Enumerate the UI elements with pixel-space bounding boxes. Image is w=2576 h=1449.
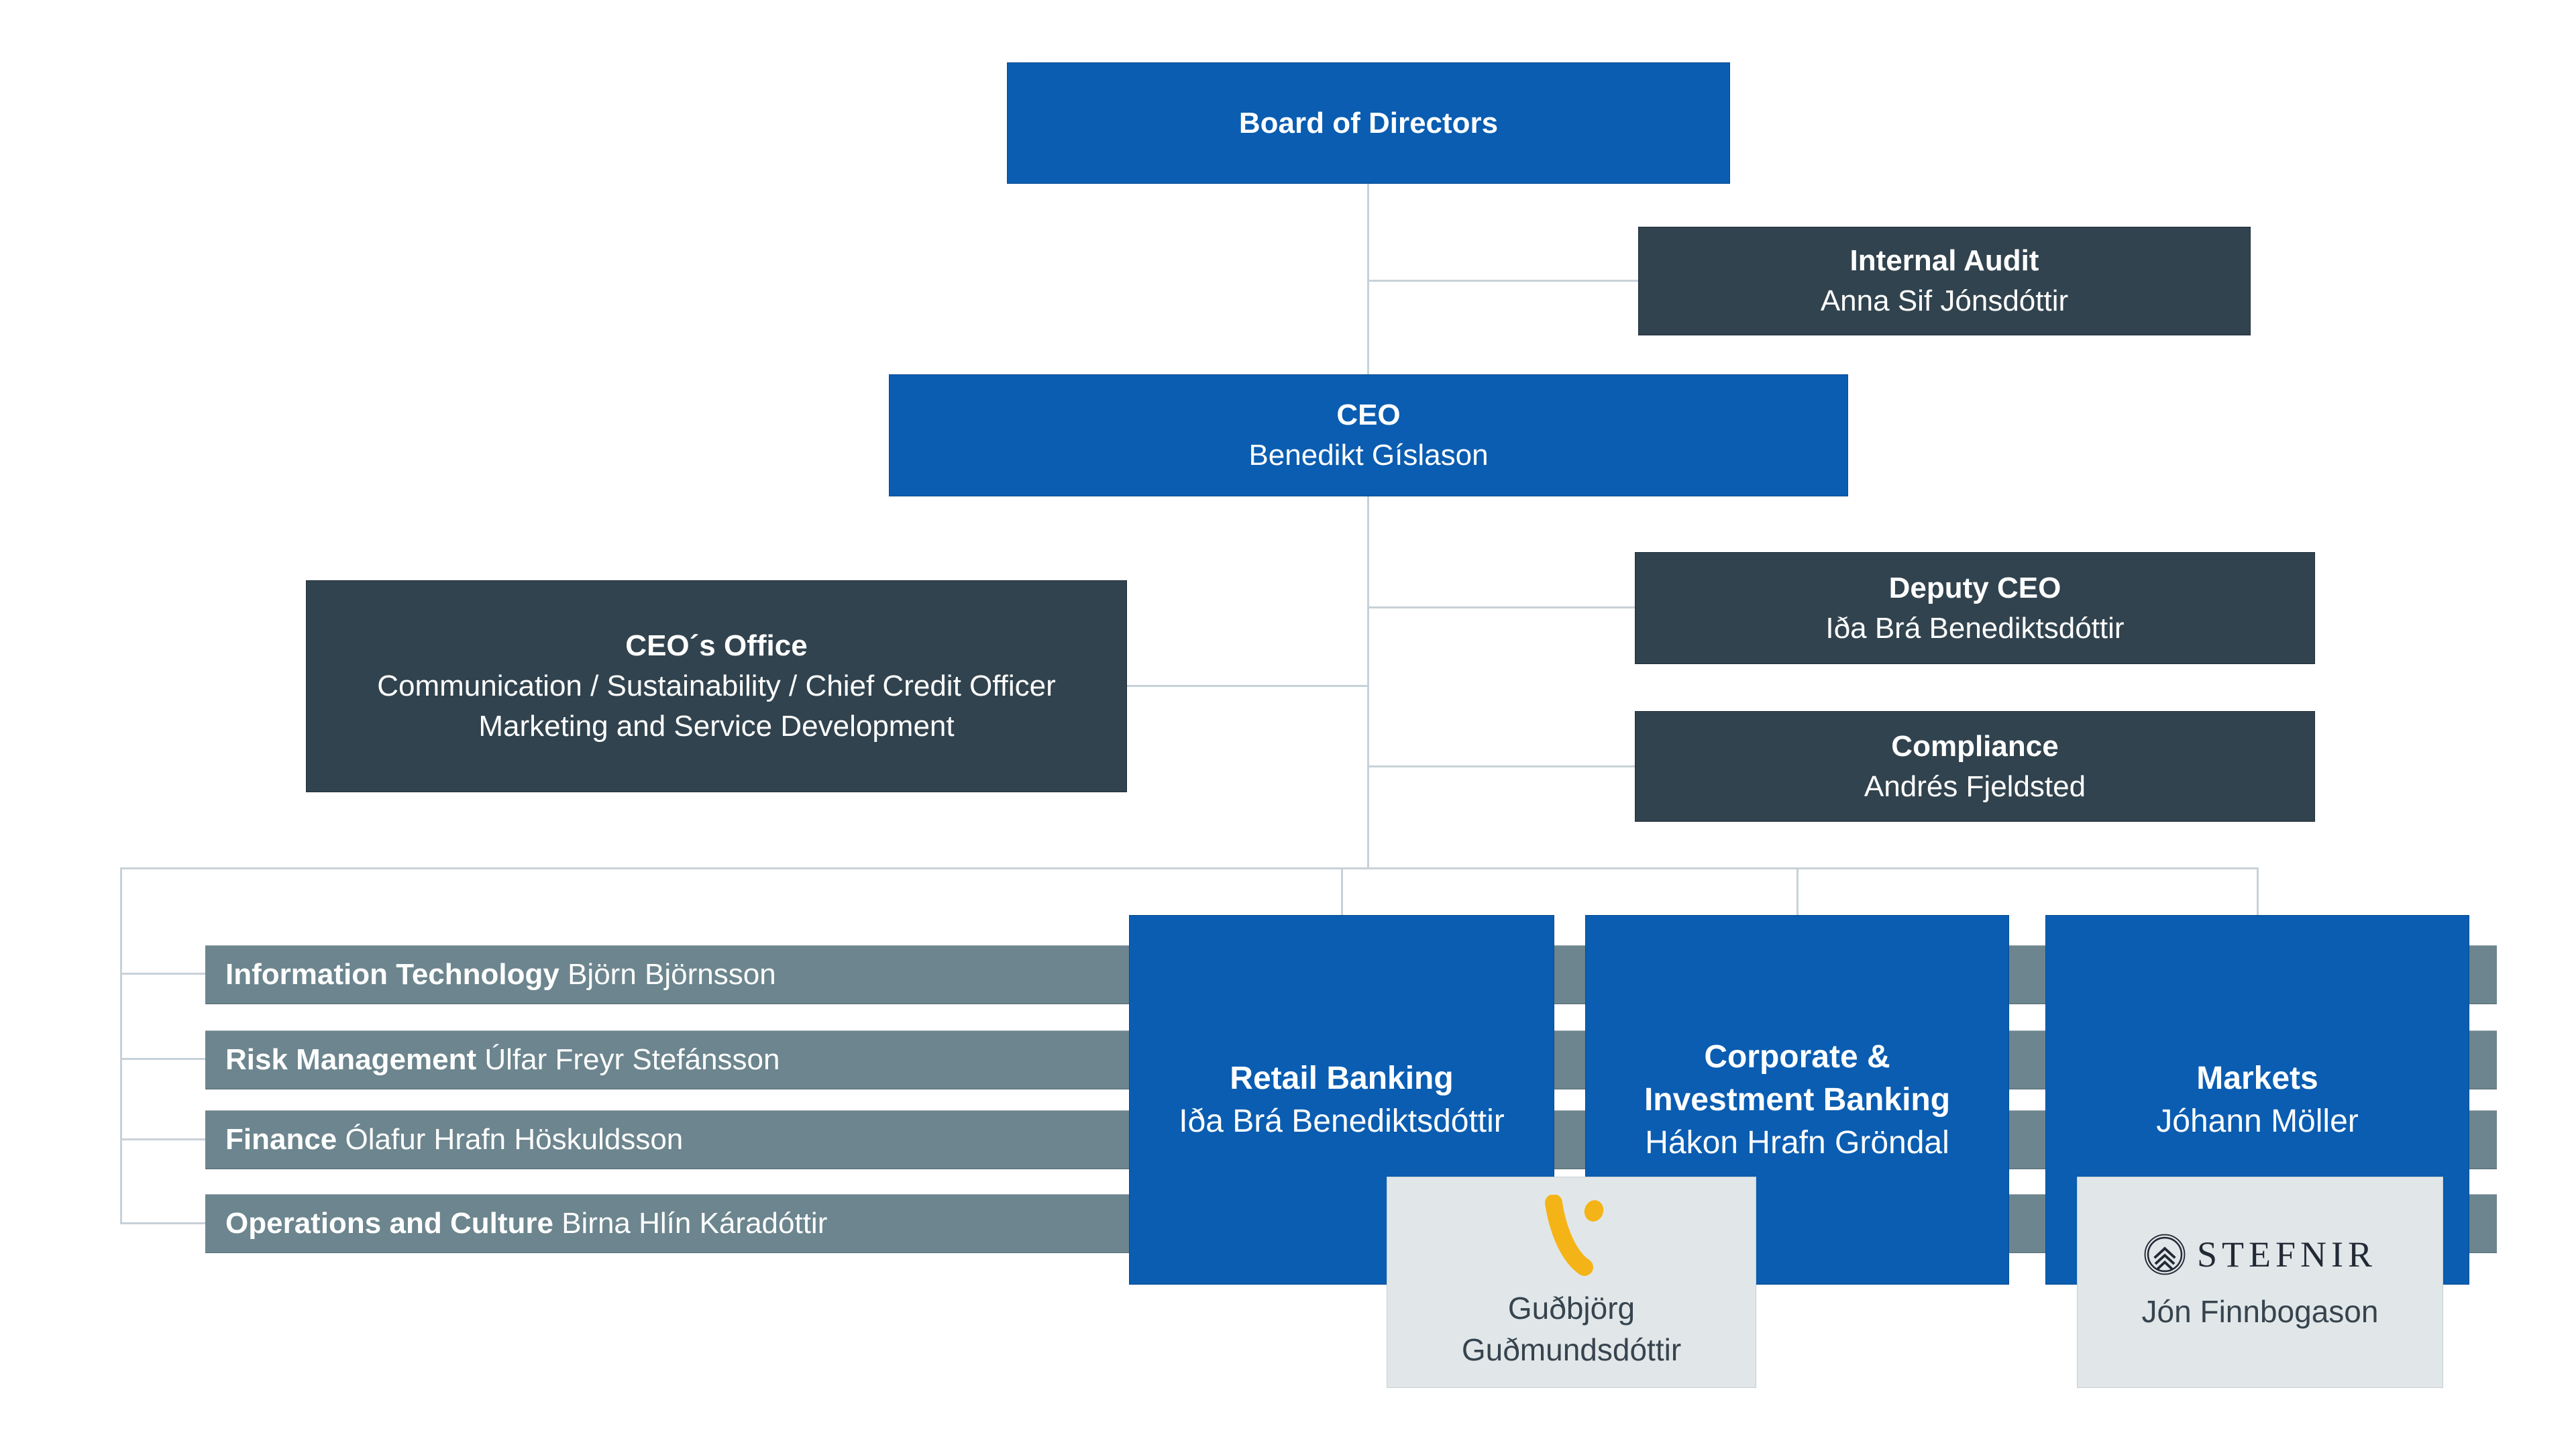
node-title: Deputy CEO: [1888, 571, 2061, 604]
stefnir-logo-row: STEFNIR: [2143, 1233, 2377, 1276]
connector-to-deputy-ceo: [1367, 606, 1635, 608]
division-head-name: Úlfar Freyr Stefánsson: [484, 1043, 780, 1076]
node-title: Markets: [2196, 1060, 2318, 1096]
node-subsidiary-stefnir: STEFNIR Jón Finnbogason: [2077, 1177, 2443, 1388]
connector-ceo-to-branch: [1367, 496, 1369, 869]
node-head-name: Jóhann Möller: [2156, 1103, 2359, 1139]
node-title: Internal Audit: [1849, 244, 2039, 277]
connector-branch-horizontal: [120, 867, 2259, 869]
node-ceo: CEO Benedikt Gíslason: [889, 374, 1848, 496]
vordur-icon: [1544, 1194, 1603, 1276]
division-head-name: Björn Björnsson: [568, 958, 776, 991]
connector-to-internal-audit: [1367, 280, 1638, 282]
division-head-name: Birna Hlín Káradóttir: [561, 1207, 828, 1240]
division-title: Finance: [225, 1123, 337, 1156]
node-deputy-ceo: Deputy CEO Iða Brá Benediktsdóttir: [1635, 552, 2315, 664]
division-title: Information Technology: [225, 958, 559, 991]
node-head-name: Anna Sif Jónsdóttir: [1820, 284, 2069, 317]
node-ceo-office: CEO´s Office Communication / Sustainabil…: [306, 580, 1127, 792]
node-title: CEO: [1336, 398, 1401, 431]
subsidiary-head-name: Guðmundsdóttir: [1461, 1332, 1682, 1367]
division-label: Risk Management Úlfar Freyr Stefánsson: [205, 1043, 780, 1077]
connector-left-bracket-vertical: [120, 867, 122, 1224]
node-title: Corporate &: [1704, 1038, 1890, 1075]
division-label: Information Technology Björn Björnsson: [205, 958, 776, 991]
connector-stub-division-1: [120, 973, 205, 975]
node-retail-banking: Retail Banking Iða Brá Benediktsdóttir: [1129, 915, 1554, 1285]
connector-drop-markets: [2257, 867, 2259, 915]
connector-stub-division-3: [120, 1138, 205, 1140]
division-label: Operations and Culture Birna Hlín Káradó…: [205, 1207, 827, 1240]
node-detail-line: Communication / Sustainability / Chief C…: [377, 669, 1056, 702]
node-head-name: Andrés Fjeldsted: [1864, 769, 2086, 803]
connector-board-to-ceo: [1367, 184, 1369, 374]
connector-stub-division-2: [120, 1058, 205, 1060]
connector-drop-corporate: [1796, 867, 1799, 915]
node-head-name: Hákon Hrafn Gröndal: [1645, 1124, 1949, 1161]
node-title: Board of Directors: [1238, 106, 1499, 140]
node-head-name: Iða Brá Benediktsdóttir: [1825, 611, 2125, 645]
division-title: Operations and Culture: [225, 1207, 553, 1240]
division-label: Finance Ólafur Hrafn Höskuldsson: [205, 1123, 683, 1157]
connector-to-compliance: [1367, 765, 1635, 767]
node-board-of-directors: Board of Directors: [1007, 62, 1730, 184]
node-compliance: Compliance Andrés Fjeldsted: [1635, 711, 2315, 822]
subsidiary-head-name: Guðbjörg: [1507, 1290, 1635, 1326]
stefnir-icon: [2144, 1234, 2186, 1275]
node-title: Compliance: [1891, 729, 2059, 763]
node-title: CEO´s Office: [625, 629, 808, 662]
node-title: Investment Banking: [1644, 1081, 1951, 1118]
node-internal-audit: Internal Audit Anna Sif Jónsdóttir: [1638, 227, 2251, 335]
division-head-name: Ólafur Hrafn Höskuldsson: [345, 1123, 684, 1156]
node-subsidiary-vordur: Guðbjörg Guðmundsdóttir: [1387, 1177, 1756, 1388]
division-title: Risk Management: [225, 1043, 477, 1076]
connector-to-ceo-office: [1127, 685, 1368, 687]
node-detail-line: Marketing and Service Development: [478, 710, 955, 743]
connector-drop-retail: [1341, 867, 1343, 915]
node-title: Retail Banking: [1230, 1060, 1454, 1096]
node-head-name: Benedikt Gíslason: [1248, 439, 1489, 472]
connector-stub-division-4: [120, 1222, 205, 1224]
node-corporate-investment-banking: Corporate & Investment Banking Hákon Hra…: [1585, 915, 2009, 1285]
subsidiary-head-name: Jón Finnbogason: [2141, 1293, 2379, 1329]
stefnir-wordmark: STEFNIR: [2196, 1234, 2377, 1275]
node-head-name: Iða Brá Benediktsdóttir: [1179, 1103, 1505, 1139]
